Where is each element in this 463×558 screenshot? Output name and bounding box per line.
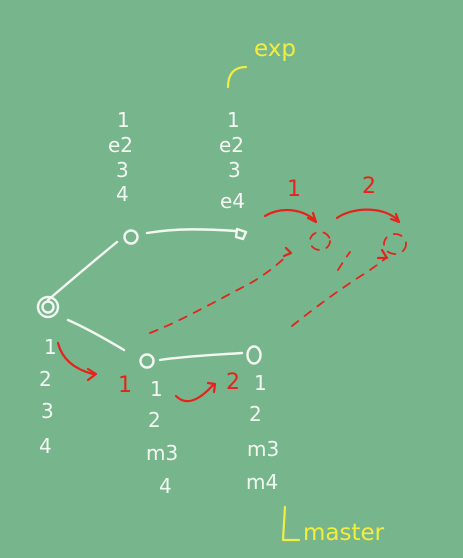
- master-commit-2-line-4: m4: [246, 470, 278, 494]
- exp-commit-2-node: [234, 227, 248, 241]
- master-step-arrowhead-1: [86, 367, 98, 382]
- master-commit-2-node: [246, 345, 262, 365]
- master-c1-to-rebased-commit-1: [149, 253, 290, 334]
- exp-commit-1-log: 1 e2 3 4: [108, 108, 133, 206]
- exp-step-arrow-2: [335, 208, 400, 222]
- master-commit-1-line-1: 1: [150, 377, 163, 401]
- root-commit-log: 1 2 3 4: [39, 335, 57, 458]
- master-branch-pointer: [281, 505, 301, 542]
- rebased-commit-2-outline: [383, 233, 407, 255]
- exp-commit-2-line-1: 1: [227, 108, 240, 132]
- rebase-link-dash: [337, 251, 351, 271]
- exp-commit-edge: [145, 228, 238, 235]
- exp-commit-2-line-3: 3: [228, 158, 241, 182]
- master-commit-2-line-2: 2: [249, 402, 262, 426]
- master-commit-2-log: 1 2 m3 m4: [246, 371, 279, 494]
- master-step-label-2: 2: [226, 370, 240, 395]
- rebased-commit-1-outline: [309, 231, 331, 251]
- master-step-label-1: 1: [118, 373, 132, 398]
- master-commit-edge: [158, 351, 244, 362]
- exp-branch-pointer: [226, 65, 248, 89]
- master-commit-1-line-4: 4: [159, 474, 172, 498]
- exp-step-label-1: 1: [287, 177, 301, 202]
- master-branch-label: master: [303, 520, 385, 546]
- exp-commit-2-line-2: e2: [219, 133, 244, 157]
- root-commit-outer-ring: [36, 295, 60, 319]
- master-step-arrow-2: [174, 382, 216, 403]
- root-commit-line-4: 4: [39, 434, 52, 458]
- exp-commit-1-line-1: 1: [117, 108, 130, 132]
- exp-commit-2-log: 1 e2 3 e4: [219, 108, 245, 213]
- dashed-arrowhead-2: [376, 248, 389, 260]
- root-to-exp-edge: [46, 240, 119, 302]
- master-commit-2-line-3: m3: [247, 437, 279, 461]
- exp-step-arrowhead-2: [389, 212, 401, 224]
- master-commit-2-line-1: 1: [254, 371, 267, 395]
- master-commit-1-node: [139, 353, 155, 369]
- root-commit-inner-ring: [41, 300, 55, 314]
- master-commit-1-log: 1 2 m3 4: [146, 377, 178, 498]
- root-commit-line-1: 1: [44, 335, 57, 359]
- root-commit-line-2: 2: [39, 367, 52, 391]
- master-commit-1-line-3: m3: [146, 441, 178, 465]
- master-step-arrowhead-2: [206, 381, 217, 394]
- dashed-arrowhead-1: [282, 246, 293, 258]
- root-commit-line-3: 3: [41, 399, 54, 423]
- exp-step-label-2: 2: [362, 174, 376, 199]
- root-to-master-edge: [66, 318, 126, 352]
- master-step-arrow-1: [56, 341, 95, 376]
- exp-commit-2-line-4: e4: [220, 189, 245, 213]
- exp-commit-1-line-4: 4: [116, 182, 129, 206]
- exp-branch-label: exp: [254, 36, 296, 62]
- exp-step-arrowhead-1: [306, 211, 318, 224]
- master-commit-1-line-2: 2: [148, 408, 161, 432]
- exp-step-arrow-1: [263, 209, 317, 222]
- exp-commit-1-node: [123, 229, 139, 245]
- exp-commit-1-line-2: e2: [108, 133, 133, 157]
- exp-commit-1-line-3: 3: [116, 158, 129, 182]
